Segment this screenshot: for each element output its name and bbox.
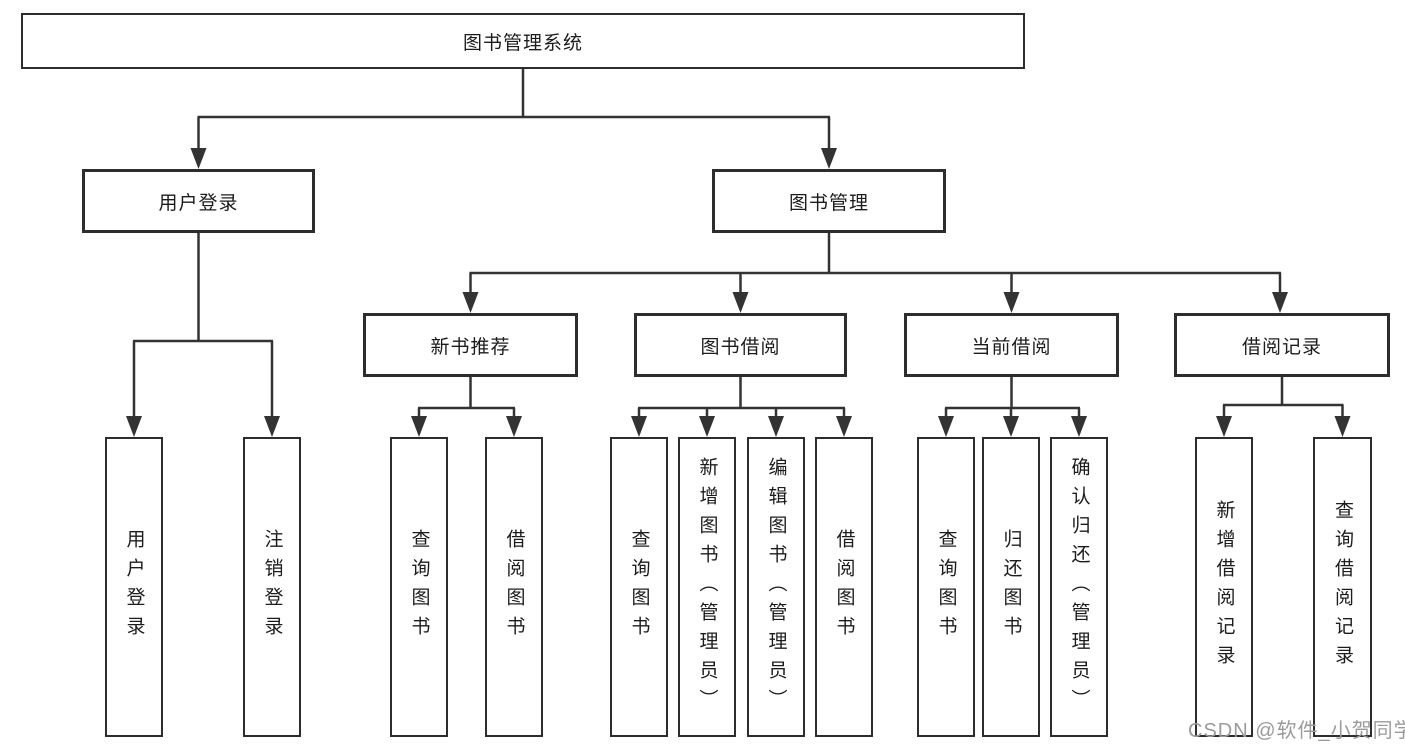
node-book-management: 图书管理 xyxy=(712,169,946,233)
node-new-book-recommend: 新书推荐 xyxy=(363,313,578,377)
node-user-login: 用户登录 xyxy=(82,169,315,233)
leaf-add-book-admin: 新增图书（管理员） xyxy=(678,437,736,737)
leaf-borrow-query-book: 查询图书 xyxy=(610,437,668,737)
leaf-return-book: 归还图书 xyxy=(982,437,1040,737)
node-current-borrow: 当前借阅 xyxy=(904,313,1119,377)
leaf-recommend-borrow-book: 借阅图书 xyxy=(485,437,543,737)
leaf-edit-book-admin: 编辑图书（管理员） xyxy=(747,437,805,737)
leaf-recommend-query-book: 查询图书 xyxy=(390,437,448,737)
leaf-user-login: 用户登录 xyxy=(105,437,163,737)
leaf-query-borrow-record: 查询借阅记录 xyxy=(1313,437,1372,737)
leaf-logout: 注销登录 xyxy=(243,437,301,737)
node-book-borrow: 图书借阅 xyxy=(634,313,847,377)
node-library-system: 图书管理系统 xyxy=(21,13,1025,69)
leaf-add-borrow-record: 新增借阅记录 xyxy=(1195,437,1253,737)
leaf-confirm-return-admin: 确认归还（管理员） xyxy=(1050,437,1108,737)
node-borrow-records: 借阅记录 xyxy=(1174,313,1390,377)
csdn-watermark: CSDN @软件_小贺同学 xyxy=(1188,720,1405,742)
leaf-borrow-book: 借阅图书 xyxy=(815,437,873,737)
leaf-current-query-book: 查询图书 xyxy=(917,437,975,737)
